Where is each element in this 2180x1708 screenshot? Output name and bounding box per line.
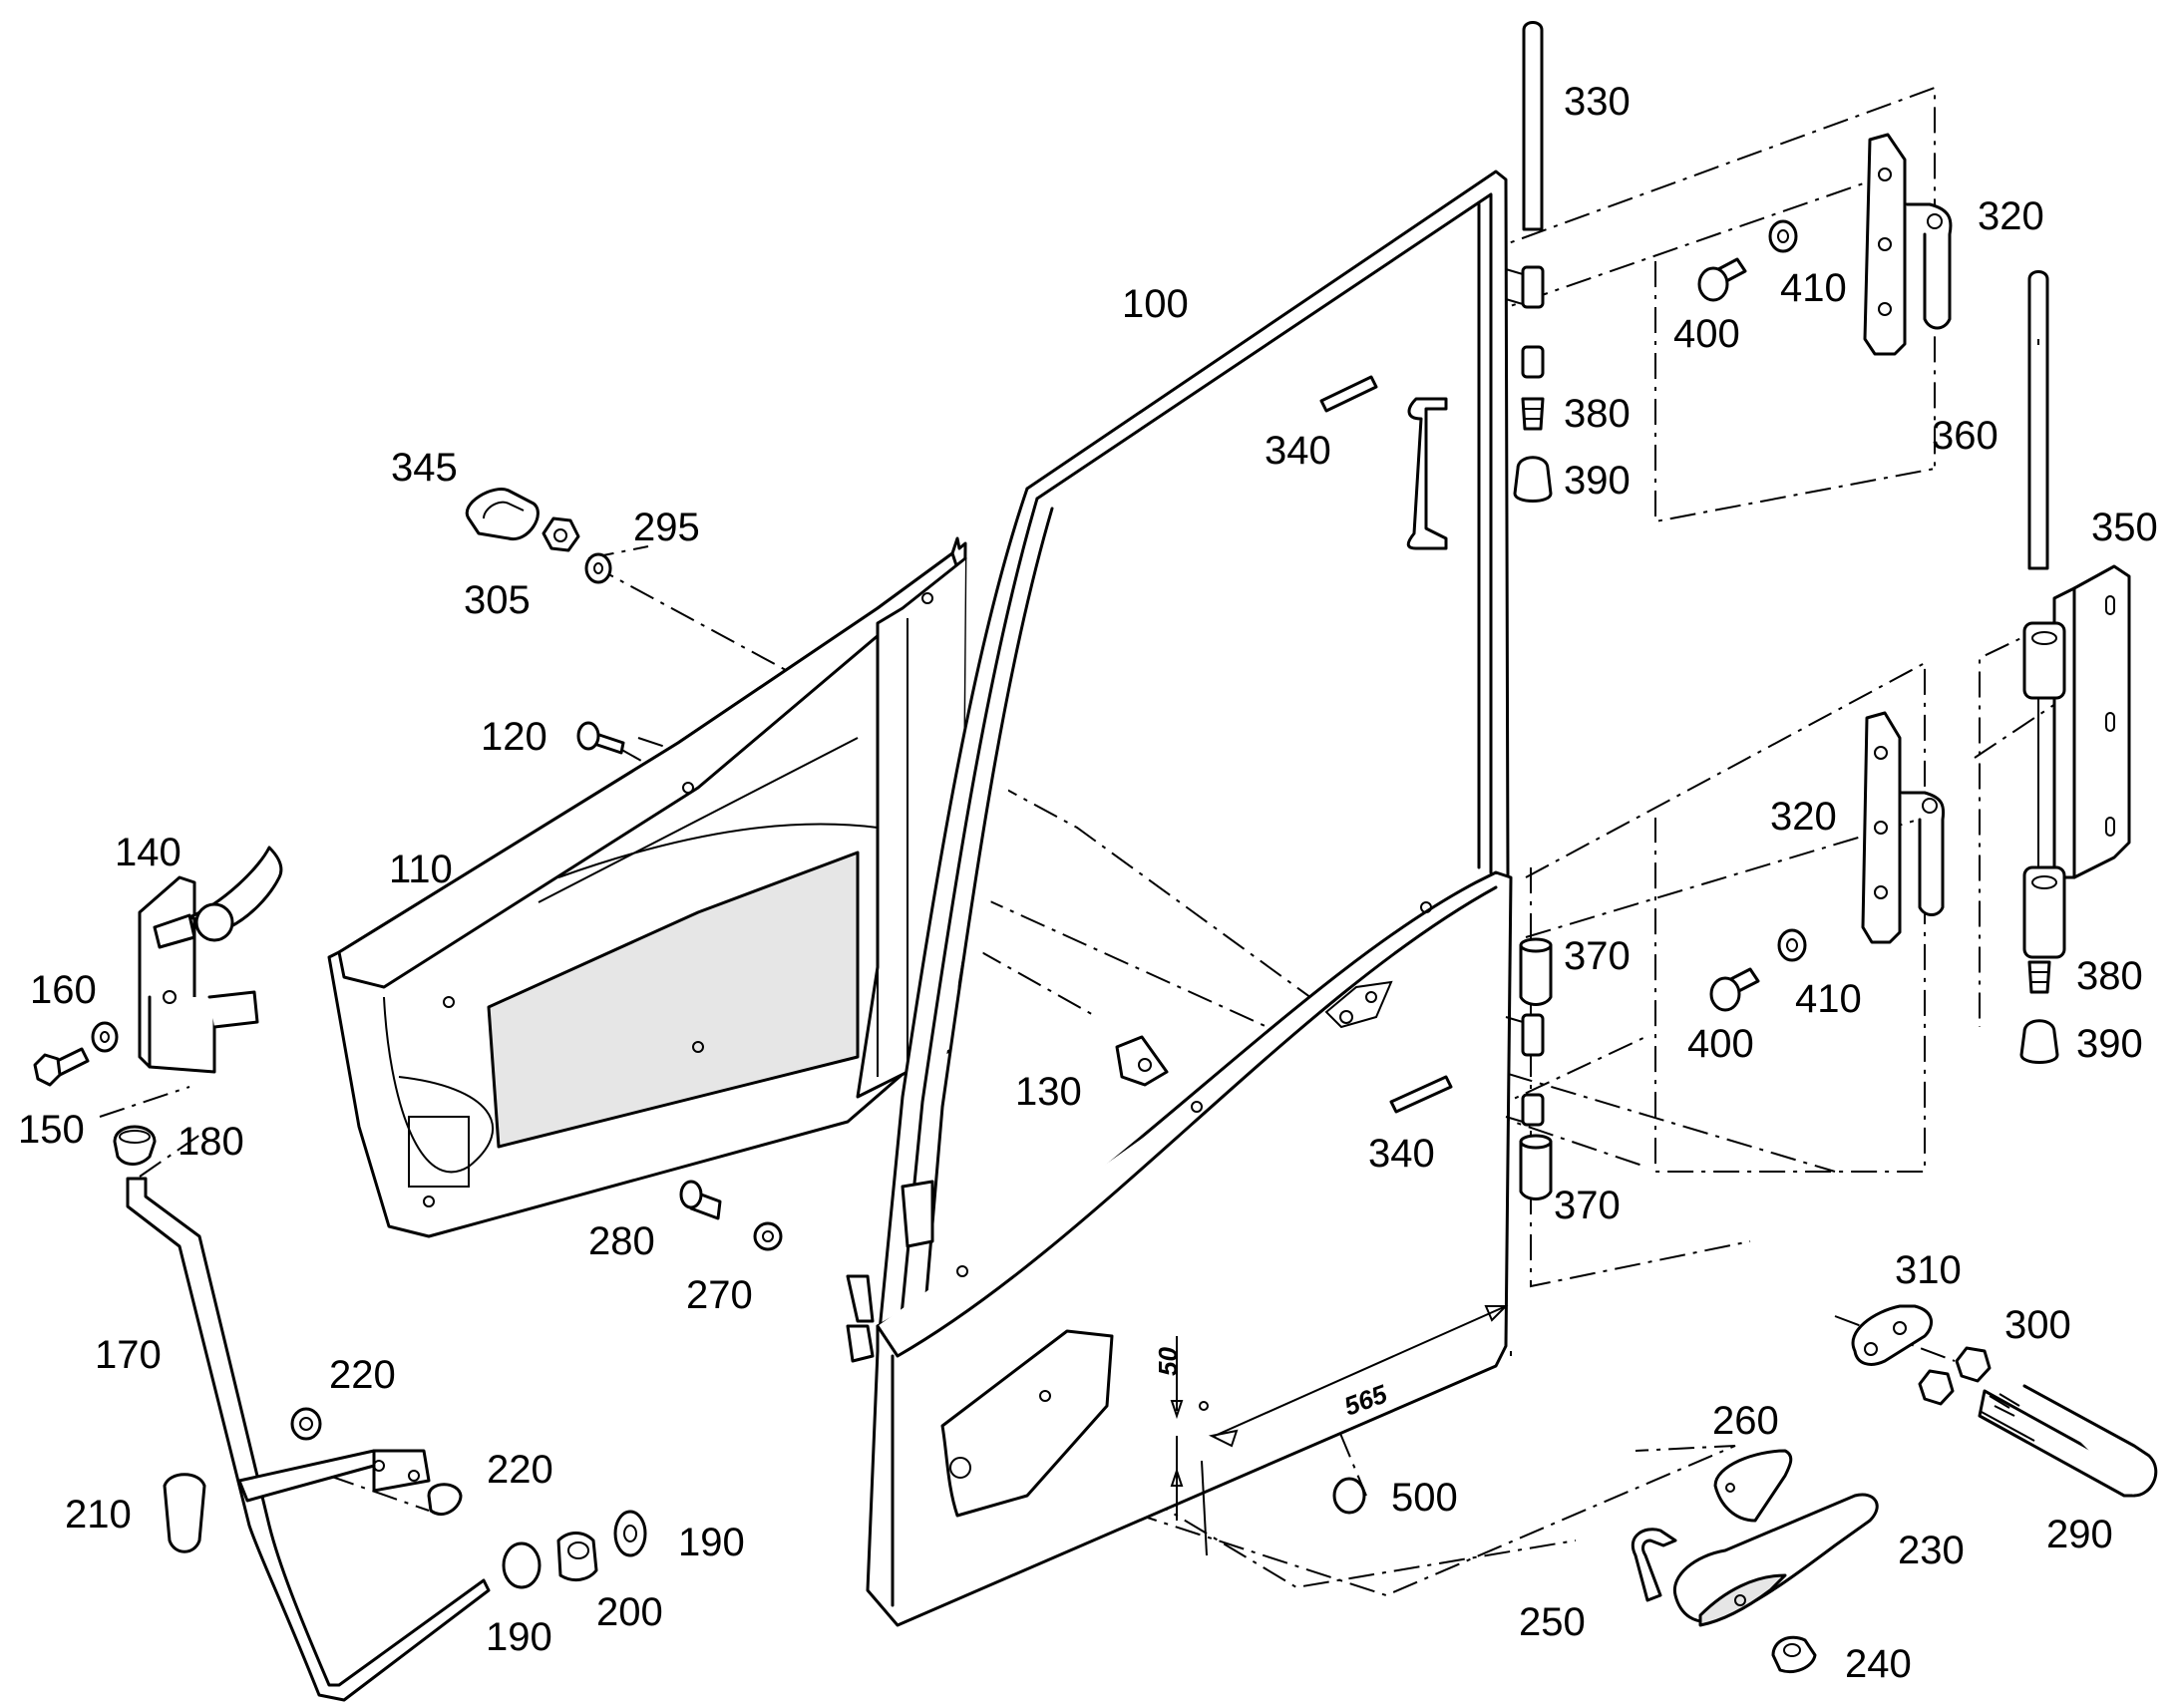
label-170: 170	[95, 1333, 162, 1377]
label-410-mid: 410	[1795, 977, 1862, 1021]
part-290-u-bolt	[1978, 1384, 2158, 1498]
label-290: 290	[2046, 1513, 2113, 1556]
part-390-cap-right	[2019, 1019, 2059, 1064]
label-340-bottom: 340	[1368, 1132, 1435, 1176]
label-390-right: 390	[2076, 1022, 2143, 1066]
label-320-mid: 320	[1770, 795, 1837, 839]
part-260-cover	[1713, 1449, 1793, 1523]
label-240: 240	[1845, 1642, 1912, 1686]
dimension-height-label: 50	[1153, 1347, 1183, 1376]
label-400-top: 400	[1673, 312, 1740, 356]
part-300-nut-lower	[1918, 1369, 1955, 1406]
part-340-pin-top	[1319, 375, 1378, 413]
part-410-washer-mid	[1777, 928, 1807, 962]
part-240-nut	[1771, 1635, 1817, 1673]
label-190-left: 190	[486, 1615, 552, 1659]
part-160-washer	[91, 1021, 119, 1053]
label-250: 250	[1519, 1600, 1586, 1644]
part-400-screw-mid	[1709, 967, 1760, 1012]
callout-labels: 100 110 120 130 140 150 160 170 180 190 …	[18, 80, 2158, 1686]
part-320-hinge-mid	[1861, 711, 1946, 944]
part-130-clip-nut	[1115, 1035, 1169, 1087]
part-370-bushing-top	[1519, 937, 1553, 1006]
part-190-washer-right	[613, 1510, 647, 1557]
part-295-washer	[584, 552, 612, 584]
label-120: 120	[481, 715, 547, 759]
part-320-hinge-top	[1863, 133, 1953, 356]
part-400-screw-top	[1697, 257, 1747, 302]
part-190-washer-left	[502, 1541, 542, 1589]
label-305: 305	[464, 578, 531, 622]
part-330-hinge-pin	[1522, 21, 1544, 231]
label-380-top: 380	[1564, 392, 1631, 436]
label-130: 130	[1015, 1070, 1082, 1114]
part-220-knob	[427, 1483, 463, 1517]
label-380-right: 380	[2076, 954, 2143, 998]
label-200: 200	[596, 1590, 663, 1634]
label-160: 160	[30, 968, 97, 1012]
part-150-bolt	[33, 1047, 90, 1087]
part-210-bracket	[163, 1449, 431, 1553]
part-180-cap	[113, 1125, 157, 1166]
part-280-bolt	[679, 1180, 722, 1220]
part-100-door-frame	[846, 170, 1545, 1627]
dimension-marks	[1170, 1305, 1512, 1556]
part-250-spring-clip	[1632, 1528, 1677, 1602]
label-140: 140	[115, 831, 182, 874]
part-340-pin-bottom	[1389, 1075, 1453, 1114]
part-305-nut	[542, 516, 580, 552]
label-295: 295	[633, 506, 700, 549]
part-200-bushing	[556, 1532, 598, 1582]
label-280: 280	[588, 1219, 655, 1263]
part-360-hinge-pin	[2027, 270, 2049, 570]
label-220-bottom: 220	[487, 1448, 553, 1492]
label-110: 110	[389, 848, 453, 891]
label-300: 300	[2004, 1303, 2071, 1347]
part-270-washer	[753, 1221, 783, 1251]
part-345-grommet	[465, 488, 540, 540]
label-190-right: 190	[678, 1521, 745, 1564]
label-230: 230	[1898, 1529, 1965, 1572]
label-270: 270	[686, 1273, 753, 1317]
part-220-bushing-top	[290, 1407, 322, 1441]
label-345: 345	[391, 446, 458, 490]
part-230-handle	[1672, 1493, 1879, 1627]
part-380-grease-nipple-right	[2027, 960, 2051, 994]
label-410-top: 410	[1780, 266, 1847, 310]
label-260: 260	[1712, 1399, 1779, 1443]
part-310-plate	[1851, 1304, 1934, 1366]
label-390-top: 390	[1564, 459, 1631, 503]
label-370-top: 370	[1564, 934, 1631, 978]
label-360: 360	[1932, 414, 1998, 458]
label-210: 210	[65, 1493, 132, 1537]
part-110-inner-panel	[327, 536, 967, 1238]
part-380-grease-nipple-top	[1521, 397, 1545, 431]
label-350: 350	[2091, 506, 2158, 549]
part-120-screw	[576, 721, 625, 755]
part-170-rod	[126, 1177, 491, 1702]
part-140-latch	[138, 846, 283, 1074]
label-400-mid: 400	[1687, 1022, 1754, 1066]
label-330: 330	[1564, 80, 1631, 124]
label-320-top: 320	[1978, 194, 2044, 238]
part-370-bushing-bottom	[1519, 1134, 1553, 1200]
label-150: 150	[18, 1108, 85, 1152]
label-340-top: 340	[1265, 429, 1331, 473]
label-180: 180	[178, 1120, 244, 1164]
part-410-washer-top	[1768, 219, 1798, 253]
part-350-hinge-plate	[2022, 564, 2131, 959]
part-390-cap-top	[1513, 456, 1553, 503]
label-370-bottom: 370	[1554, 1184, 1621, 1227]
label-100: 100	[1122, 282, 1189, 326]
label-220-top: 220	[329, 1353, 396, 1397]
part-500-plug	[1332, 1477, 1366, 1515]
label-500: 500	[1391, 1476, 1458, 1520]
label-310: 310	[1895, 1248, 1962, 1292]
part-300-nut-upper	[1955, 1346, 1992, 1383]
